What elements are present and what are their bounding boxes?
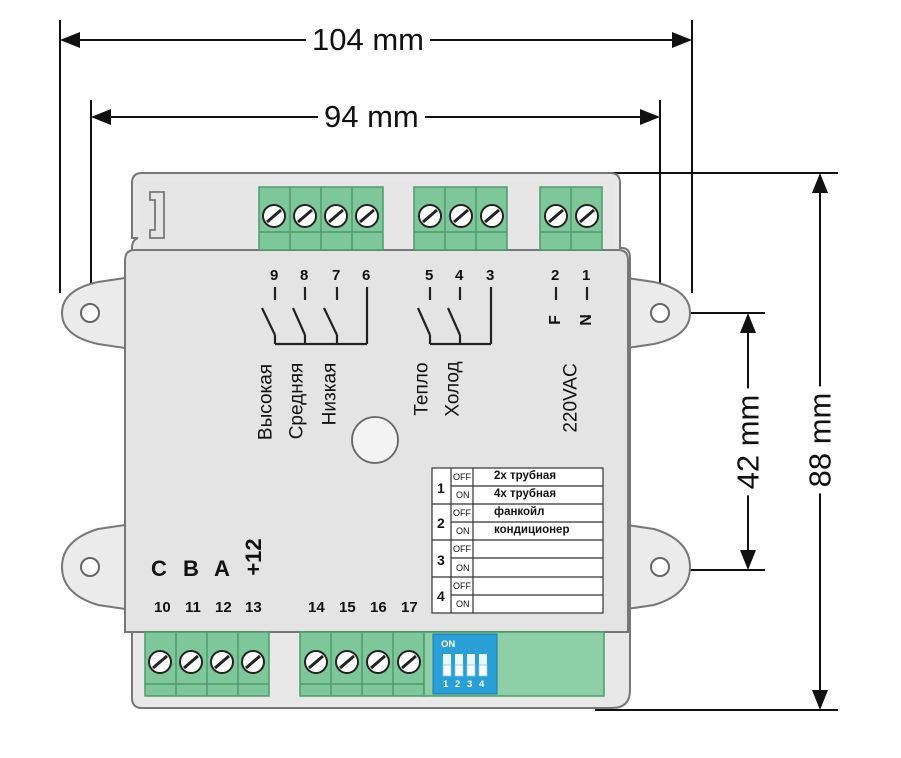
dim-hole-height: 42 mm xyxy=(731,388,766,496)
table-switch-3: 3 xyxy=(437,552,445,568)
table-switch-1: 1 xyxy=(437,480,445,496)
dip-on-label: ON xyxy=(441,639,456,650)
terminal-number-12: 12 xyxy=(215,599,232,616)
terminal-number-3: 3 xyxy=(486,267,495,284)
label-f: F xyxy=(547,315,564,325)
terminal-number-16: 16 xyxy=(370,599,387,616)
bottom-screws xyxy=(148,650,421,674)
dip-pos-4: 4 xyxy=(479,679,485,690)
slot xyxy=(149,191,165,239)
screw-bottom-3 xyxy=(210,650,234,674)
screw-bottom-7 xyxy=(366,650,390,674)
table-row2-off-text: фанкойл xyxy=(494,506,545,518)
terminal-number-1: 1 xyxy=(582,267,591,284)
mode-relay-contacts xyxy=(416,287,493,346)
screw-bottom-8 xyxy=(397,650,421,674)
power-pins xyxy=(554,287,589,300)
dip-pos-3: 3 xyxy=(467,679,473,690)
screw-top-8 xyxy=(544,204,568,228)
table-off-4: OFF xyxy=(453,581,471,591)
terminal-number-7: 7 xyxy=(332,267,341,284)
dip-switch[interactable] xyxy=(432,633,498,695)
table-row1-on-text: 4х трубная xyxy=(494,488,557,500)
screw-top-4 xyxy=(355,204,379,228)
screw-bottom-1 xyxy=(148,650,172,674)
mounting-holes xyxy=(80,303,670,577)
terminal-number-4: 4 xyxy=(455,267,464,284)
label-heat: Тепло xyxy=(411,362,433,416)
terminal-number-9: 9 xyxy=(270,267,279,284)
dim-overall-width: 104 mm xyxy=(306,24,430,55)
top-screws xyxy=(262,204,599,228)
terminal-number-17: 17 xyxy=(401,599,418,616)
terminal-number-2: 2 xyxy=(551,267,560,284)
label-fan-low: Низкая xyxy=(319,362,341,426)
table-row2-on-text: кондиционер xyxy=(494,524,570,536)
terminal-number-13: 13 xyxy=(245,599,262,616)
table-off-1: OFF xyxy=(453,472,471,482)
label-c: C xyxy=(151,556,167,581)
screw-top-9 xyxy=(575,204,599,228)
screw-bottom-4 xyxy=(241,650,265,674)
label-fan-medium: Средняя xyxy=(286,362,308,440)
screw-top-5 xyxy=(418,204,442,228)
table-on-3: ON xyxy=(456,563,470,573)
fan-relay-contacts xyxy=(261,287,369,346)
table-row1-off-text: 2х трубная xyxy=(494,470,557,482)
dip-pos-1: 1 xyxy=(443,679,449,690)
label-220vac: 220VAC xyxy=(560,363,582,433)
table-on-2: ON xyxy=(456,526,470,536)
label-n: N xyxy=(578,314,595,326)
screw-top-7 xyxy=(480,204,504,228)
screw-bottom-6 xyxy=(335,650,359,674)
label-b: B xyxy=(183,556,199,581)
screw-top-1 xyxy=(262,204,286,228)
terminal-number-8: 8 xyxy=(300,267,309,284)
terminal-number-15: 15 xyxy=(339,599,356,616)
label-cool: Холод xyxy=(442,361,464,417)
dip-table xyxy=(431,467,604,614)
label-plus12: +12 xyxy=(241,538,266,576)
label-fan-high: Высокая xyxy=(255,363,277,441)
dip-pos-2: 2 xyxy=(455,679,461,690)
table-off-3: OFF xyxy=(453,544,471,554)
indicator-window xyxy=(351,416,399,464)
screw-bottom-5 xyxy=(304,650,328,674)
screw-top-6 xyxy=(449,204,473,228)
table-on-1: ON xyxy=(456,490,470,500)
dim-hole-width: 94 mm xyxy=(318,101,425,132)
screw-bottom-2 xyxy=(179,650,203,674)
terminal-number-14: 14 xyxy=(308,599,325,616)
screw-top-2 xyxy=(293,204,317,228)
terminal-number-10: 10 xyxy=(154,599,171,616)
label-a: A xyxy=(214,556,230,581)
screw-top-3 xyxy=(324,204,348,228)
dim-overall-height: 88 mm xyxy=(803,386,838,494)
terminal-number-11: 11 xyxy=(185,599,201,616)
terminal-number-6: 6 xyxy=(362,267,371,284)
table-switch-2: 2 xyxy=(437,515,445,531)
table-off-2: OFF xyxy=(453,508,471,518)
terminal-number-5: 5 xyxy=(425,267,434,284)
table-on-4: ON xyxy=(456,599,470,609)
table-switch-4: 4 xyxy=(437,588,445,604)
